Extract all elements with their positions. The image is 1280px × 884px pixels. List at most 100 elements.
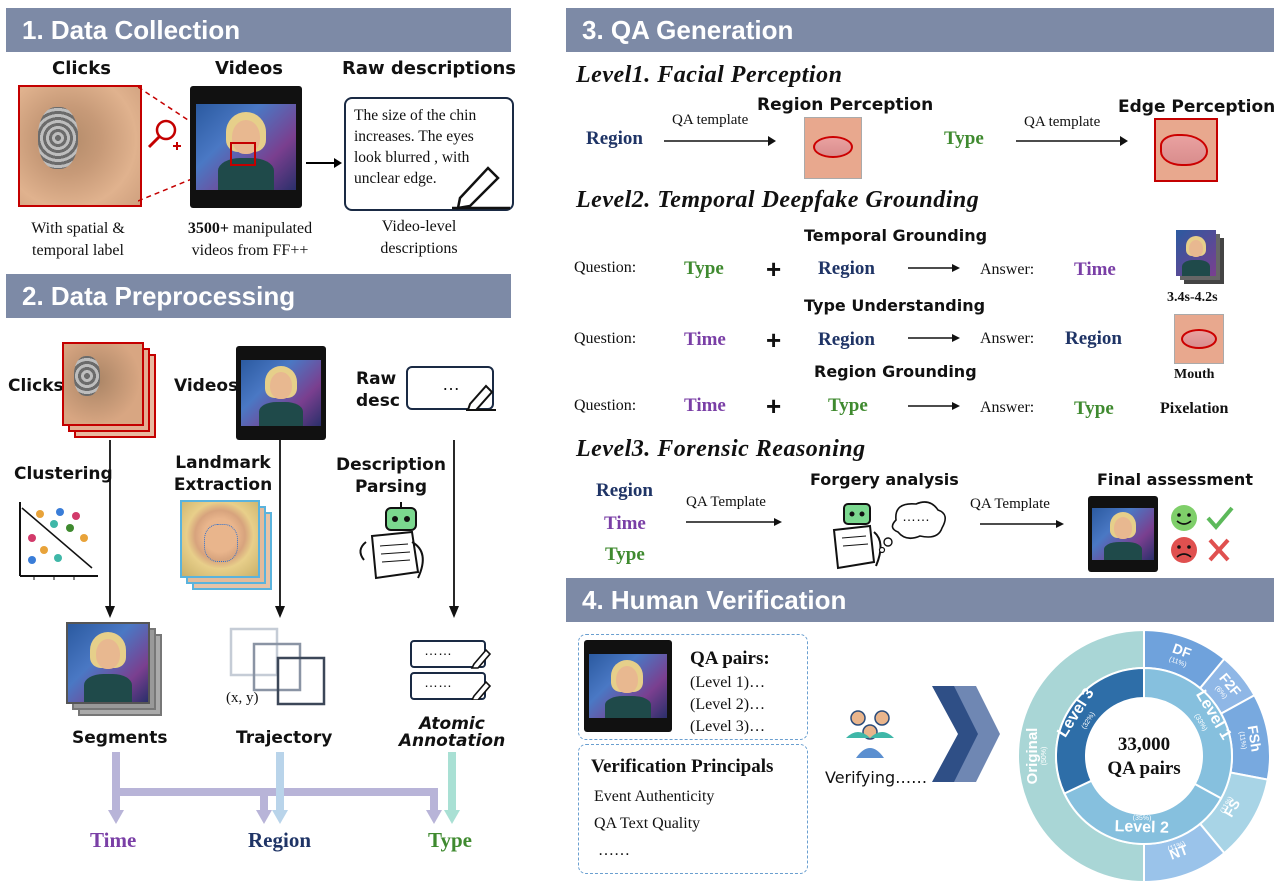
qa-distribution-donut-chart: DF(11%)F2F(6%)FSh(11%)FS(11%)NT(11%)Orig… [1017,628,1271,884]
inner-label-level-2: Level 2 [1114,818,1169,837]
raw-caption-line1: Video-level [381,218,457,235]
raw-descriptions-title: Raw descriptions [342,58,516,79]
mini-pencil-icon [466,384,496,411]
inner-pct-level-2: (35%) [1133,815,1152,823]
l3-qa-template-1: QA Template [686,494,766,510]
l2-a3-label: Answer: [980,399,1035,416]
principal-quality: QA Text Quality [594,815,701,832]
l2-a2-label: Answer: [980,330,1035,347]
section-title: 3. QA Generation [582,14,794,45]
outer-label-df: DF [1170,640,1193,662]
team-people-icon [846,710,894,758]
clicks-stack [62,342,156,438]
level2-title: Level2. Temporal Deepfake Grounding [576,187,980,213]
l1-qa-template-1: QA template [672,112,749,128]
l1-type: Type [944,128,984,149]
section-header-data-preprocessing: 2. Data Preprocessing [6,274,511,318]
section-header-human-verification: 4. Human Verification [566,578,1274,622]
region-grounding-label: Region Grounding [814,362,977,381]
videos-caption-line2: videos from FF++ [191,242,309,259]
l1-arrow-2 [1016,136,1128,146]
mouth-label: Mouth [1174,367,1215,382]
principals-box [578,744,808,874]
video-filmstrip [190,86,302,208]
pre-videos-label: Videos [174,376,239,396]
type-understanding-label: Type Understanding [804,296,986,315]
atomic-annotation-label: Atomic Annotation [396,716,508,750]
temporal-grounding-label: Temporal Grounding [804,226,988,245]
real-fake-icons [1171,505,1234,563]
level1-title: Level1. Facial Perception [576,62,843,88]
center-count: 33,000 [1118,734,1170,755]
output-type: Type [428,828,472,852]
verifying-label: Verifying…… [825,768,928,787]
section-header-data-collection: 1. Data Collection [6,8,511,52]
zoom-connector [138,86,227,202]
donut-center [1087,699,1201,813]
videos-title: Videos [215,58,283,79]
l1-qa-template-2: QA template [1024,114,1101,130]
videos-caption: 3500+ manipulated videos from FF++ [172,218,328,262]
l2-q3-plus: + [766,391,782,421]
l1-region: Region [586,128,643,149]
output-region: Region [248,828,311,852]
atomic-dots-1: …… [424,642,452,658]
section-title: 4. Human Verification [582,584,847,615]
principals-title: Verification Principals [591,756,774,777]
clustering-scatter-icon [19,502,98,580]
l2-q2-plus: + [766,325,782,355]
segments-label: Segments [72,728,168,748]
l2-q3-type: Type [828,395,868,416]
l2-a1-time: Time [1074,259,1116,280]
atomic-line1: Atomic [419,714,485,734]
trajectory-label: Trajectory [236,728,333,748]
videos-caption-line1: manipulated [229,220,313,237]
outer-pct-fsh: (11%) [1237,731,1247,750]
l2-q3-time: Time [684,395,726,416]
outer-label-fs: FS [1220,796,1243,820]
pixelation-label: Pixelation [1160,400,1229,417]
qa-level3: (Level 3)… [690,718,766,735]
level3-title: Level3. Forensic Reasoning [576,436,866,462]
l3-arrow-2 [980,520,1064,528]
l3-time: Time [604,513,646,534]
outer-pct-original: (50%) [1041,747,1048,766]
raw-description-text: The size of the chin increases. The eyes… [354,107,477,187]
mouth-edge-image [1154,118,1218,182]
videos-count: 3500+ [187,220,230,237]
description-parsing-label: Description Parsing [336,454,446,498]
pre-raw-label: Raw desc [356,368,400,412]
segments-stack [66,622,162,716]
earring-icon [38,107,78,169]
robot-thinking-icon [832,501,946,570]
l2-q1-region: Region [818,258,875,279]
l1-arrow-1 [664,136,776,146]
pre-clicks-label: Clicks [8,376,64,396]
time-range-label: 3.4s-4.2s [1167,290,1218,305]
atomic-pencil-icons [470,648,492,700]
click-crop-image [18,85,142,207]
raw-caption: Video-level descriptions [344,216,494,260]
xy-label: (x, y) [226,690,259,706]
principal-event: Event Authenticity [594,788,715,805]
clicks-caption: With spatial & temporal label [18,218,138,262]
landmark-face-stack [180,500,272,590]
l2-a2-region: Region [1065,328,1122,349]
time-frames-stack [1176,230,1226,286]
outer-label-original: Original [1024,728,1041,785]
trajectory-boxes-icon [229,627,326,706]
clicks-title: Clicks [52,58,111,79]
l2-q2-region: Region [818,329,875,350]
qa-pairs-title: QA pairs: [690,648,770,669]
raw-caption-line2: descriptions [380,240,458,257]
qa-level2: (Level 2)… [690,696,766,713]
l2-arrow-1 [908,264,960,272]
l3-qa-template-2: QA Template [970,496,1050,512]
pre-raw-line2: desc [356,391,400,411]
raw-desc-mini-box: … [406,366,494,410]
raw-desc-dots: … [442,374,460,394]
forgery-analysis-label: Forgery analysis [810,470,959,489]
robot-reading-icon [359,502,424,580]
edge-perception-label: Edge Perception [1118,97,1276,117]
section-title: 2. Data Preprocessing [22,280,296,311]
